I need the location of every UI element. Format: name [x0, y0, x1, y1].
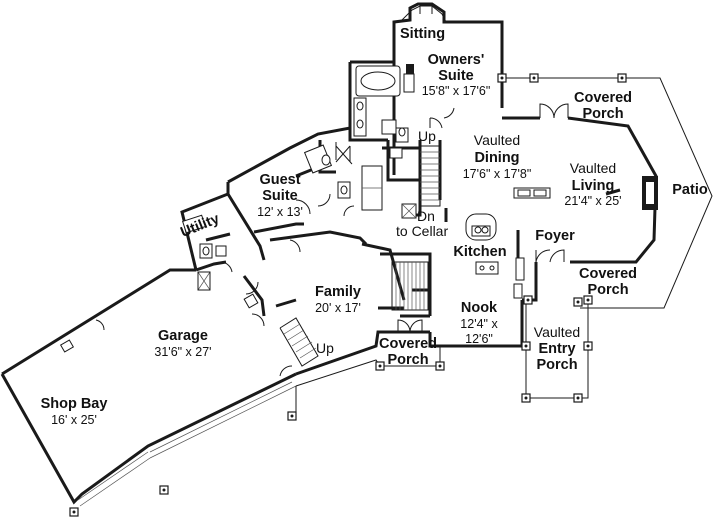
post [159, 485, 169, 495]
post [583, 295, 593, 305]
bathtub-icon [360, 71, 396, 91]
sitting-label: Sitting [400, 26, 445, 42]
post [521, 393, 531, 403]
stairs-family [279, 317, 319, 367]
sink-icon [356, 101, 364, 111]
post [573, 393, 583, 403]
entry-porch-label-line2: Porch [536, 357, 577, 373]
living-prefix: Vaulted [570, 160, 616, 176]
range-burner-icon [489, 265, 495, 271]
post [69, 507, 79, 517]
living-label: Living [572, 178, 615, 194]
covered-porch-bottom-line1: Covered [379, 336, 437, 352]
stairs-family-up-label: Up [316, 340, 334, 356]
living-dims: 21'4" x 25' [564, 194, 621, 208]
shop-bay-label: Shop Bay [41, 396, 108, 412]
guest-suite-dims: 12' x 13' [257, 205, 303, 219]
covered-porch-top-line1: Covered [574, 90, 632, 106]
covered-porch-right-line2: Porch [587, 282, 628, 298]
entry-porch-prefix: Vaulted [534, 324, 580, 340]
kitchen-fixtures [465, 213, 525, 299]
stairs-main [391, 145, 441, 311]
covered-porch-bottom-line2: Porch [387, 352, 428, 368]
fireplace [642, 176, 658, 210]
garage-details [59, 293, 297, 507]
owners-suite-label-line2: Suite [438, 68, 473, 84]
dining-prefix: Vaulted [474, 132, 520, 148]
covered-porch-top-line2: Porch [582, 106, 623, 122]
toilet-icon [398, 127, 406, 137]
shop-bay-dims: 16' x 25' [51, 413, 97, 427]
patio-label: Patio [672, 182, 708, 198]
garage-label: Garage [158, 328, 208, 344]
entry-porch-label-line1: Entry [538, 341, 575, 357]
post [617, 73, 627, 83]
owners-suite-label-line1: Owners' [428, 52, 485, 68]
sink-icon [481, 226, 489, 234]
guest-suite-label-line2: Suite [262, 188, 297, 204]
nook-label: Nook [461, 300, 498, 316]
stairs-up-label: Up [418, 128, 436, 144]
covered-porch-right-line1: Covered [579, 266, 637, 282]
guest-bath-fixtures [303, 144, 351, 199]
sitting-bay-windows [399, 5, 447, 23]
kitchen-label: Kitchen [453, 244, 506, 260]
post [573, 297, 583, 307]
sink-icon [474, 226, 482, 234]
post [287, 411, 297, 421]
toilet-icon [321, 154, 331, 166]
closet-area [361, 147, 417, 219]
coffee-table [513, 187, 551, 199]
sink-icon [202, 246, 210, 256]
range-burner-icon [479, 265, 485, 271]
owners-suite-dims: 15'8" x 17'6" [422, 84, 491, 98]
owners-bath-fixtures [335, 64, 415, 165]
porch-posts [69, 73, 627, 517]
post [497, 73, 507, 83]
post [523, 295, 533, 305]
garage-dims: 31'6" x 27' [154, 345, 211, 359]
post [521, 341, 531, 351]
sink-icon [340, 185, 348, 195]
post [583, 341, 593, 351]
post [375, 361, 385, 371]
stairs-down-label-line1: Dn [417, 208, 435, 224]
stairs-down-label-line2: to Cellar [396, 223, 448, 239]
guest-suite-label-line1: Guest [259, 172, 300, 188]
utility-fixtures [182, 214, 227, 291]
post [435, 361, 445, 371]
dining-dims: 17'6" x 17'8" [463, 167, 532, 181]
foyer-label: Foyer [535, 228, 575, 244]
family-label: Family [315, 284, 361, 300]
family-dims: 20' x 17' [315, 301, 361, 315]
dining-label: Dining [474, 150, 519, 166]
post [529, 73, 539, 83]
sink-icon [356, 119, 364, 129]
exterior-walls [0, 2, 658, 505]
doors [95, 103, 569, 377]
nook-dims-line1: 12'4" x [460, 317, 498, 331]
nook-dims-line2: 12'6" [465, 332, 493, 346]
